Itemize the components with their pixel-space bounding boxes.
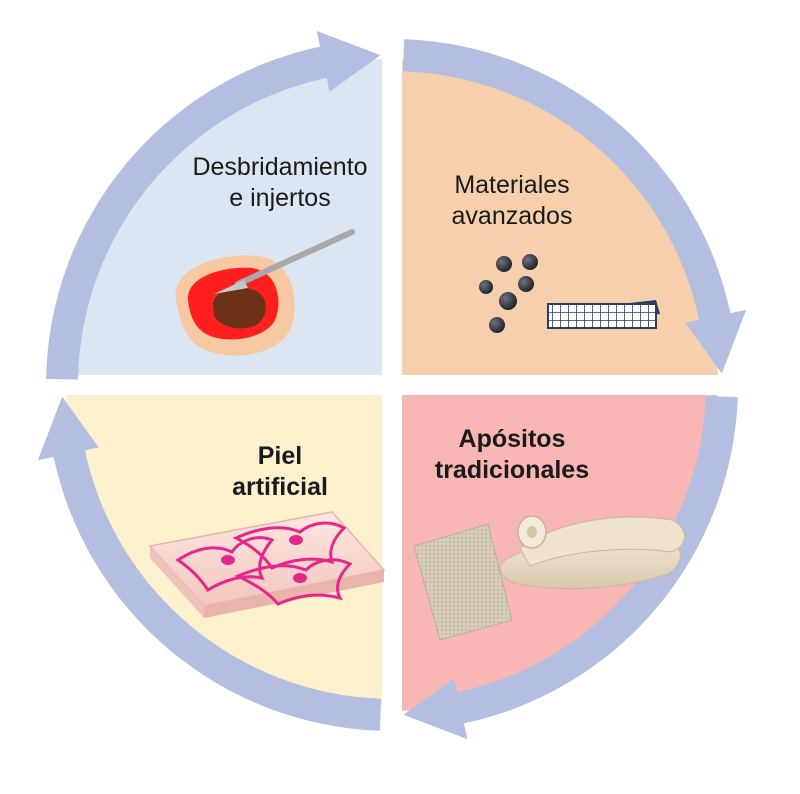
wound-scalpel-icon bbox=[175, 229, 355, 356]
label-line: Piel bbox=[257, 442, 303, 470]
label-line: Apósitos bbox=[458, 425, 566, 453]
label-line: Desbridamiento bbox=[192, 153, 368, 181]
cycle-arrows bbox=[37, 30, 747, 740]
label-line: e injertos bbox=[229, 184, 331, 212]
quadrant-top-left bbox=[66, 59, 382, 375]
cell-scaffold-icon bbox=[148, 511, 386, 618]
label-line: tradicionales bbox=[434, 456, 590, 484]
arrow-right bbox=[403, 39, 747, 374]
label-line: Materiales bbox=[454, 171, 570, 199]
gauze-bandage-icon bbox=[413, 515, 685, 641]
label-materiales-avanzados: Materiales avanzados bbox=[400, 170, 624, 232]
arrow-left bbox=[37, 396, 382, 731]
label-line: avanzados bbox=[451, 202, 573, 230]
arrow-top bbox=[46, 30, 381, 380]
quadrant-top-right bbox=[402, 59, 718, 375]
label-desbridamiento-injertos: Desbridamiento e injertos bbox=[160, 152, 400, 214]
nanoparticles-scaffold-icon bbox=[479, 254, 660, 333]
label-piel-artificial: Piel artificial bbox=[160, 441, 400, 503]
label-apositos-tradicionales: Apósitos tradicionales bbox=[400, 424, 624, 486]
label-line: artificial bbox=[232, 473, 328, 501]
